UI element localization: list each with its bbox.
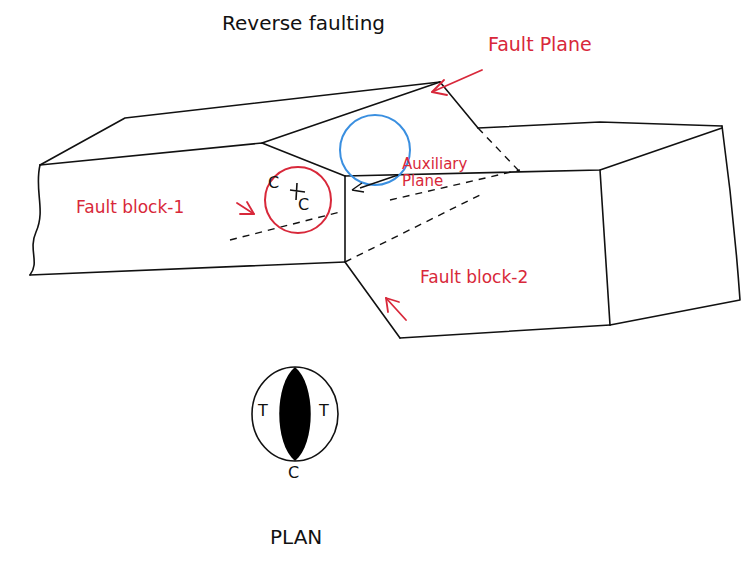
fault-block-label: Fault block-2: [420, 268, 528, 287]
plan-label: PLAN: [270, 526, 322, 548]
fault-block-label: Fault block-1: [76, 198, 184, 217]
node-text: T: [258, 402, 268, 420]
node-text: C: [298, 196, 309, 214]
compression-circle: CC: [262, 164, 334, 236]
node-text: C: [268, 174, 279, 192]
diagram-title: Reverse faulting: [222, 12, 385, 34]
node-text: T: [319, 402, 329, 420]
focal-mechanism-beachball: T T C: [248, 364, 342, 488]
auxiliary-plane-label: Auxiliary Plane: [402, 156, 484, 189]
node-text: C: [288, 464, 299, 482]
fault-plane-label: Fault Plane: [488, 34, 592, 55]
